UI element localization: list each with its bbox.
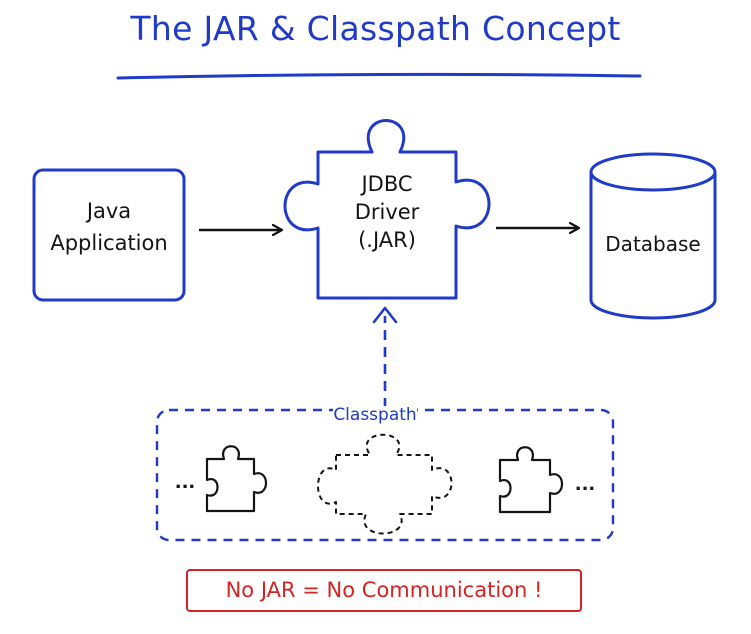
classpath-label: Classpath <box>333 405 417 426</box>
java-application-line2: Application <box>50 231 168 256</box>
jdbc-driver-label: JDBC Driver (.JAR) <box>318 172 456 252</box>
classpath-ellipsis-right: ... <box>574 474 596 495</box>
jar-puzzle-icon-left <box>205 445 267 513</box>
java-application-line1: Java <box>86 199 132 223</box>
jdbc-driver-line1: JDBC <box>361 172 413 196</box>
java-application-box <box>32 168 186 302</box>
jdbc-driver-line3: (.JAR) <box>358 228 416 253</box>
warning-banner: No JAR = No Communication ! <box>186 569 582 612</box>
arrow-classpath-to-driver <box>372 306 398 408</box>
title-underline <box>116 72 642 80</box>
jdbc-driver-line2: Driver <box>354 200 420 225</box>
classpath-ellipsis-left: ... <box>174 472 196 493</box>
page-title: The JAR & Classpath Concept <box>130 9 621 48</box>
jar-puzzle-icon-right <box>498 446 563 514</box>
database-label: Database <box>605 232 701 256</box>
java-application-label: Java Application <box>34 199 184 255</box>
missing-jar-puzzle-icon <box>317 433 453 535</box>
database-cylinder-icon <box>589 152 717 320</box>
jdbc-driver-puzzle-piece <box>283 119 491 300</box>
